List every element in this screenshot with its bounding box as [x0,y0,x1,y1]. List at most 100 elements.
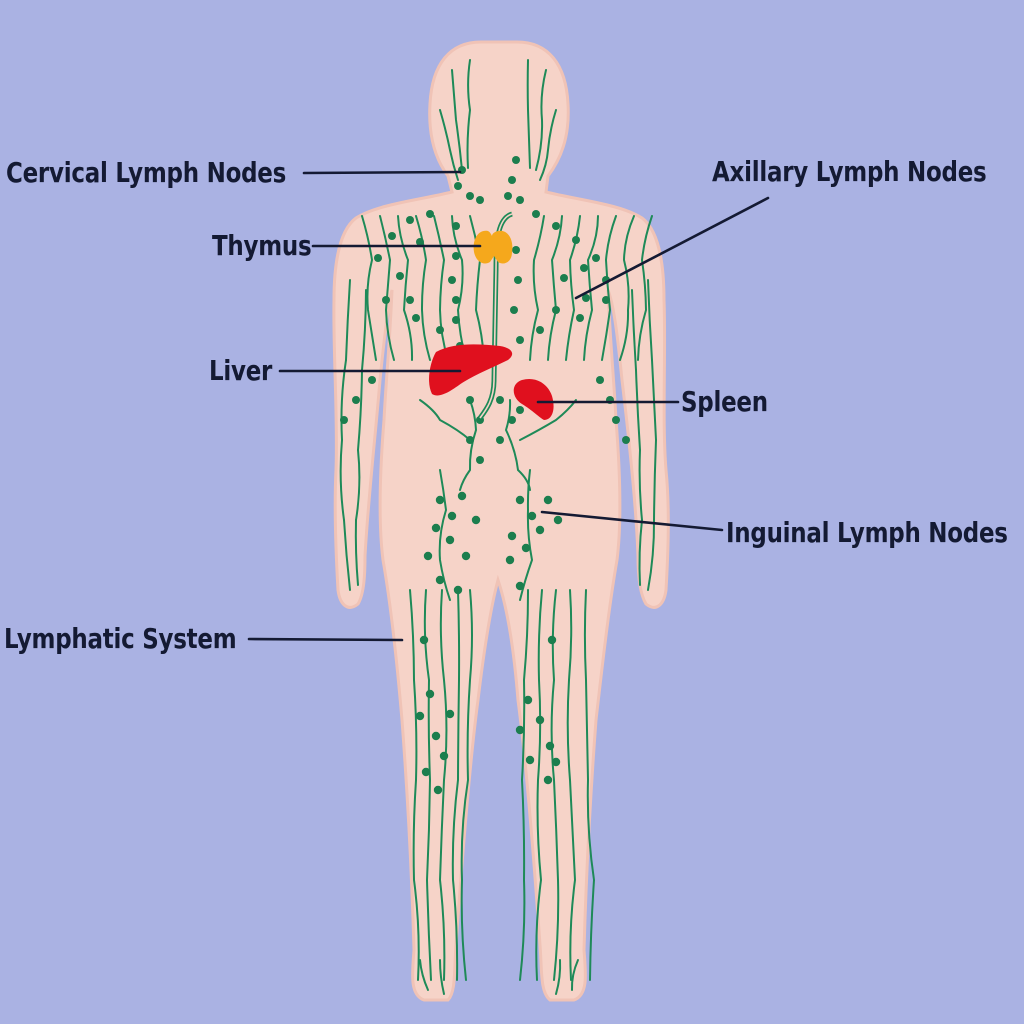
thymus-organ [473,230,513,264]
lymph-node [435,575,445,585]
lymph-vessel [355,449,361,521]
spleen-organ [513,378,554,420]
lymph-vessel [653,439,657,521]
lymph-node [535,525,545,535]
lymph-vessel [361,289,367,371]
lymph-vessel [438,589,448,981]
lymph-node [512,156,520,164]
lymph-vessel [619,215,635,361]
lymph-node [515,495,525,505]
lymph-vessel [638,449,643,521]
lymph-node [452,222,460,230]
lymph-node [425,689,435,699]
lymph-vessel [343,519,351,591]
lymph-node [406,296,414,304]
lymph-vessel [397,215,414,361]
lymph-node [504,192,512,200]
lymph-vessel [519,399,577,441]
label-spleen: Spleen [681,385,768,418]
lymph-node [457,491,467,501]
lymph-node [439,751,449,761]
lymph-node [572,236,580,244]
label-thymus: Thymus [212,229,312,262]
lymph-node [431,523,441,533]
lymph-node [466,396,474,404]
lymph-node [471,515,481,525]
lymph-vessel [504,399,531,491]
lymph-node [523,695,533,705]
body-silhouette [332,40,670,1002]
lymph-vessel [379,215,395,361]
lymph-node [453,585,463,595]
lymph-vessel [339,439,345,521]
lymph-node [612,416,620,424]
lymph-node [452,296,460,304]
lymph-node [419,635,429,645]
lymph-node [435,495,445,505]
lymph-vessel [631,289,637,371]
lymph-node [426,210,434,218]
lymph-node [547,635,557,645]
lymph-node [431,731,441,741]
label-cervical-lymph-nodes: Cervical Lymph Nodes [6,156,287,189]
lymph-node [592,254,600,262]
lymph-node [433,785,443,795]
lymph-node [423,551,433,561]
lymph-node [580,264,588,272]
lymph-node [552,306,560,314]
lymph-node [374,254,382,262]
lymph-node [382,296,390,304]
lymph-vessel [423,589,432,981]
lymph-node [496,436,504,444]
lymph-node [551,757,561,767]
lymph-vessel [459,399,478,491]
lymph-vessel [550,589,560,981]
lymph-node [515,725,525,735]
lymph-node [445,709,455,719]
lymph-vessel [583,589,596,981]
lymph-vessel [451,215,467,361]
label-lymphatic-system: Lymphatic System [4,622,237,655]
lymph-vessel [526,59,531,169]
lymph-node [545,741,555,751]
lymph-node [543,495,553,505]
lymph-node [543,775,553,785]
lymph-vessel [419,959,429,991]
leader-cervical [302,170,462,175]
lymph-node [466,192,474,200]
lymph-node [552,222,560,230]
lymphatic-vessels [339,59,657,995]
lymph-node [415,711,425,721]
lymph-node [535,715,545,725]
lymph-node [521,543,531,553]
liver-organ [429,344,513,396]
lymph-node [368,376,376,384]
lymph-node [527,511,537,521]
lymph-node [416,238,424,246]
lymph-vessel [354,519,359,586]
lymph-vessel [583,215,599,361]
lymph-node [421,767,431,777]
lymph-node [447,511,457,521]
lymph-vessel [647,279,653,361]
lymph-vessel [466,59,472,169]
lymph-vessel [345,279,351,361]
lymph-vessel [433,215,449,361]
lymph-node [396,272,404,280]
lymph-vessel [451,589,461,981]
lymph-vessel [547,215,563,361]
lymph-node [622,436,630,444]
lymph-node [516,336,524,344]
lymph-node [461,551,471,561]
lymph-node [452,252,460,260]
lymph-node [508,176,516,184]
lymph-node [448,276,456,284]
lymph-vessel [647,519,656,591]
lymph-vessel [460,589,473,981]
lymph-vessel [555,959,562,995]
lymph-vessel [638,519,643,586]
lymph-nodes [340,156,630,795]
lymph-node [510,306,518,314]
lymph-node [388,232,396,240]
